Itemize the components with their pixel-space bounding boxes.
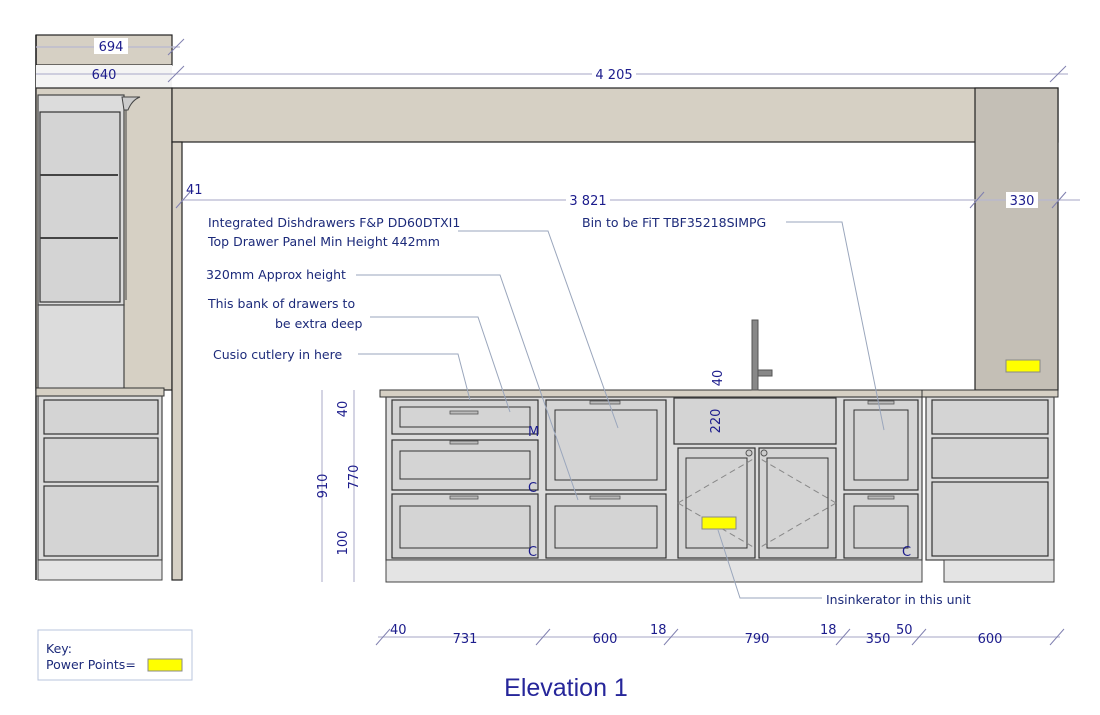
key-legend: Key: Power Points= <box>37 629 193 681</box>
tap-icon <box>751 319 773 391</box>
dim-bottom-600b: 600 <box>978 632 1003 647</box>
dim-640: 640 <box>92 68 117 83</box>
dim-overall: 4 205 <box>595 68 632 83</box>
note-cutlery: Cusio cutlery in here <box>213 347 342 362</box>
dim-sink-front: 220 <box>709 409 724 434</box>
dim-694: 694 <box>99 40 124 55</box>
dim-inner: 3 821 <box>569 194 606 209</box>
note-dishdrawers: Integrated Dishdrawers F&P DD60DTXI1 <box>208 215 460 230</box>
leader-lines <box>356 221 885 599</box>
dim-bottom-350: 350 <box>866 632 891 647</box>
dim-sink-ledge: 40 <box>711 370 726 387</box>
note-extra-deep-2: be extra deep <box>275 316 362 331</box>
key-power-points: Power Points= <box>46 657 136 672</box>
dim-right-pillar: 330 <box>1010 194 1035 209</box>
dim-bottom-18a: 18 <box>650 623 667 638</box>
left-tall-unit <box>35 34 173 581</box>
dim-counter: 40 <box>336 401 351 418</box>
dim-bottom-40: 40 <box>390 623 407 638</box>
mark-m: M <box>528 425 539 440</box>
drawer-marks: M C C C <box>528 425 911 560</box>
dim-bottom-790: 790 <box>745 632 770 647</box>
wall-bulkhead <box>171 87 1059 581</box>
note-insinkerator: Insinkerator in this unit <box>826 592 971 607</box>
dim-height-total: 910 <box>316 474 331 499</box>
dim-bottom-731: 731 <box>453 632 478 647</box>
mark-c: C <box>902 545 911 560</box>
note-extra-deep-1: This bank of drawers to <box>207 296 355 311</box>
right-base-unit <box>921 389 1059 583</box>
mark-c: C <box>528 545 537 560</box>
note-top-drawer: Top Drawer Panel Min Height 442mm <box>207 234 440 249</box>
base-cabinets <box>379 319 923 583</box>
dim-height-carcass: 770 <box>347 465 362 490</box>
power-point-wall <box>1005 359 1041 373</box>
dim-bottom-18b: 18 <box>820 623 837 638</box>
key-heading: Key: <box>46 641 72 656</box>
note-bin: Bin to be FiT TBF35218SIMPG <box>582 215 766 230</box>
annotations: Integrated Dishdrawers F&P DD60DTXI1 Top… <box>206 215 971 607</box>
dimension-labels: 694 640 4 205 41 3 821 330 40 40 220 910… <box>92 38 1038 647</box>
dim-bottom-600: 600 <box>593 632 618 647</box>
note-approx-height: 320mm Approx height <box>206 267 346 282</box>
dim-bottom-50: 50 <box>896 623 913 638</box>
dim-left-gap: 41 <box>186 183 203 198</box>
mark-c: C <box>528 481 537 496</box>
drawing-title: Elevation 1 <box>504 674 628 702</box>
key-power-swatch <box>147 658 183 672</box>
dim-plinth: 100 <box>336 531 351 556</box>
power-point-sink <box>701 516 737 530</box>
